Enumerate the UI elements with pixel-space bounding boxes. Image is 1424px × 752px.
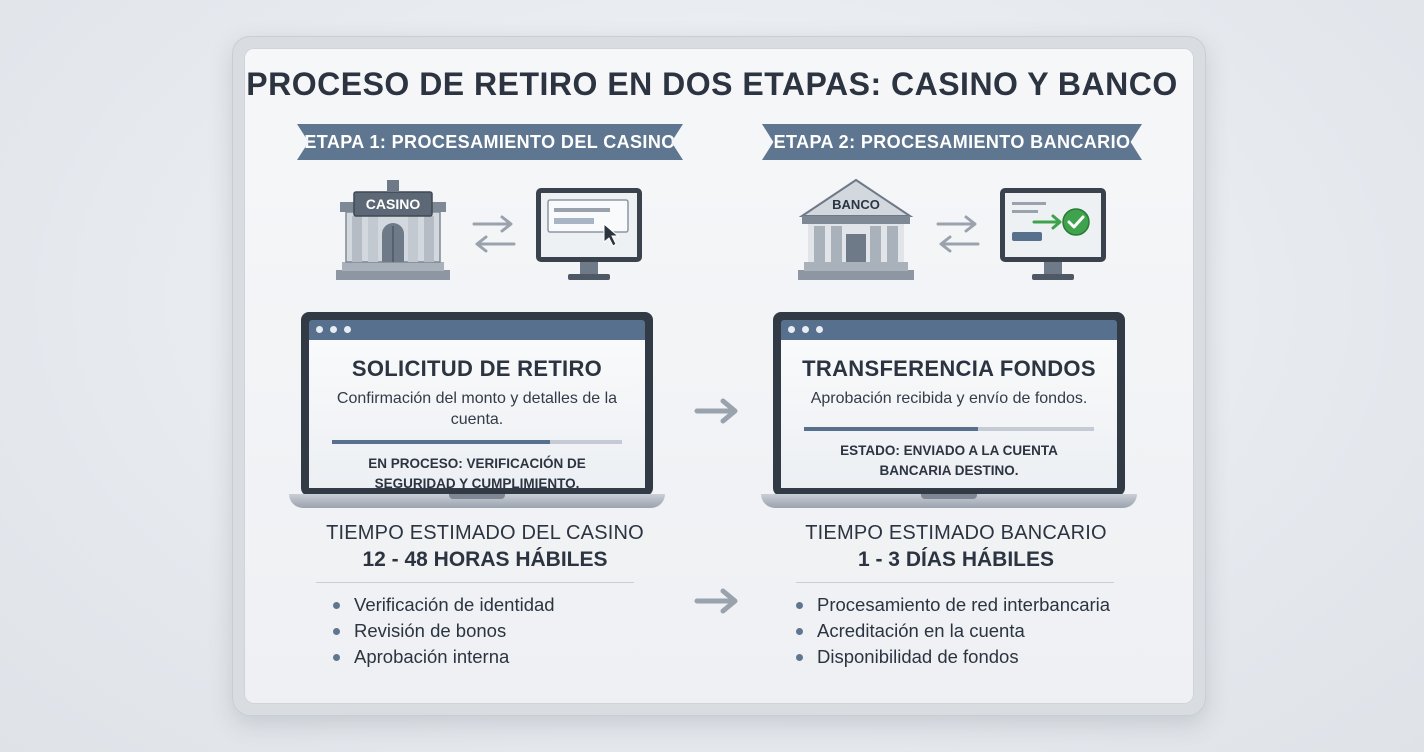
exchange-arrows-icon	[472, 215, 516, 253]
divider	[796, 582, 1114, 583]
bullet-icon	[333, 627, 340, 635]
progress-fill	[332, 440, 550, 444]
list-item: Verificación de identidad	[333, 592, 555, 618]
laptop-screen: SOLICITUD DE RETIRO Confirmación del mon…	[301, 312, 653, 496]
list-item: Revisión de bonos	[333, 618, 555, 644]
list-item: Disponibilidad de fondos	[796, 644, 1110, 670]
bullet-icon	[333, 601, 340, 609]
window-titlebar	[309, 320, 645, 340]
list-item-label: Acreditación en la cuenta	[817, 620, 1025, 641]
card-description: Aprobación recibida y envío de fondos.	[810, 390, 1088, 407]
stage1-laptop-card: SOLICITUD DE RETIRO Confirmación del mon…	[289, 312, 665, 508]
list-item-label: Procesamiento de red interbancaria	[817, 594, 1111, 615]
laptop-base	[761, 494, 1137, 508]
monitor-cursor-icon	[536, 188, 642, 280]
stage2-ribbon: ETAPA 2: PROCESAMIENTO BANCARIO	[762, 124, 1142, 160]
divider	[316, 582, 634, 583]
bullet-icon	[333, 653, 340, 661]
window-titlebar	[781, 320, 1117, 340]
page-title: PROCESO DE RETIRO EN DOS ETAPAS: CASINO …	[246, 66, 1178, 102]
stage1-ribbon: ETAPA 1: PROCESAMIENTO DEL CASINO	[297, 124, 683, 160]
card-content: SOLICITUD DE RETIRO Confirmación del mon…	[309, 340, 645, 491]
card-description: Confirmación del monto y detalles de la …	[336, 390, 618, 428]
card-title: TRANSFERENCIA FONDOS	[802, 356, 1096, 381]
bullet-icon	[796, 601, 803, 609]
stage2-laptop-card: TRANSFERENCIA FONDOS Aprobación recibida…	[761, 312, 1137, 508]
stage2-estimate-value: 1 - 3 DÍAS HÁBILES	[857, 548, 1055, 571]
list-item: Acreditación en la cuenta	[796, 618, 1110, 644]
stage2-steps-list: Procesamiento de red interbancaria Acred…	[796, 592, 1110, 670]
list-item-label: Revisión de bonos	[354, 620, 507, 641]
stage1-estimate-value: 12 - 48 HORAS HÁBILES	[362, 548, 608, 571]
bullet-icon	[796, 627, 803, 635]
right-arrow-icon	[694, 588, 738, 614]
monitor-check-icon	[1000, 188, 1106, 280]
progress-bar	[804, 427, 1094, 431]
bank-sign-label: BANCO	[832, 197, 880, 212]
progress-bar	[332, 440, 622, 444]
list-item: Aprobación interna	[333, 644, 555, 670]
right-arrow-icon	[694, 398, 738, 424]
stage1-steps-list: Verificación de identidad Revisión de bo…	[333, 592, 555, 670]
card-title: SOLICITUD DE RETIRO	[351, 356, 603, 381]
bank-building-icon: BANCO	[798, 178, 914, 280]
casino-sign-label: CASINO	[366, 196, 421, 212]
casino-building-icon: CASINO	[336, 180, 450, 280]
card-status: ESTADO: ENVIADO A LA CUENTA BANCARIA DES…	[840, 443, 1058, 478]
list-item-label: Aprobación interna	[354, 646, 510, 667]
stage1-estimate-label: TIEMPO ESTIMADO DEL CASINO	[326, 522, 644, 544]
card-content: TRANSFERENCIA FONDOS Aprobación recibida…	[781, 340, 1117, 488]
laptop-base	[289, 494, 665, 508]
list-item: Procesamiento de red interbancaria	[796, 592, 1110, 618]
bullet-icon	[796, 653, 803, 661]
list-item-label: Disponibilidad de fondos	[817, 646, 1019, 667]
stage2-estimate-label: TIEMPO ESTIMADO BANCARIO	[805, 522, 1107, 544]
list-item-label: Verificación de identidad	[354, 594, 555, 615]
progress-fill	[804, 427, 978, 431]
laptop-screen: TRANSFERENCIA FONDOS Aprobación recibida…	[773, 312, 1125, 496]
card-status: EN PROCESO: VERIFICACIÓN DE SEGURIDAD Y …	[368, 456, 586, 491]
exchange-arrows-icon	[936, 215, 980, 253]
